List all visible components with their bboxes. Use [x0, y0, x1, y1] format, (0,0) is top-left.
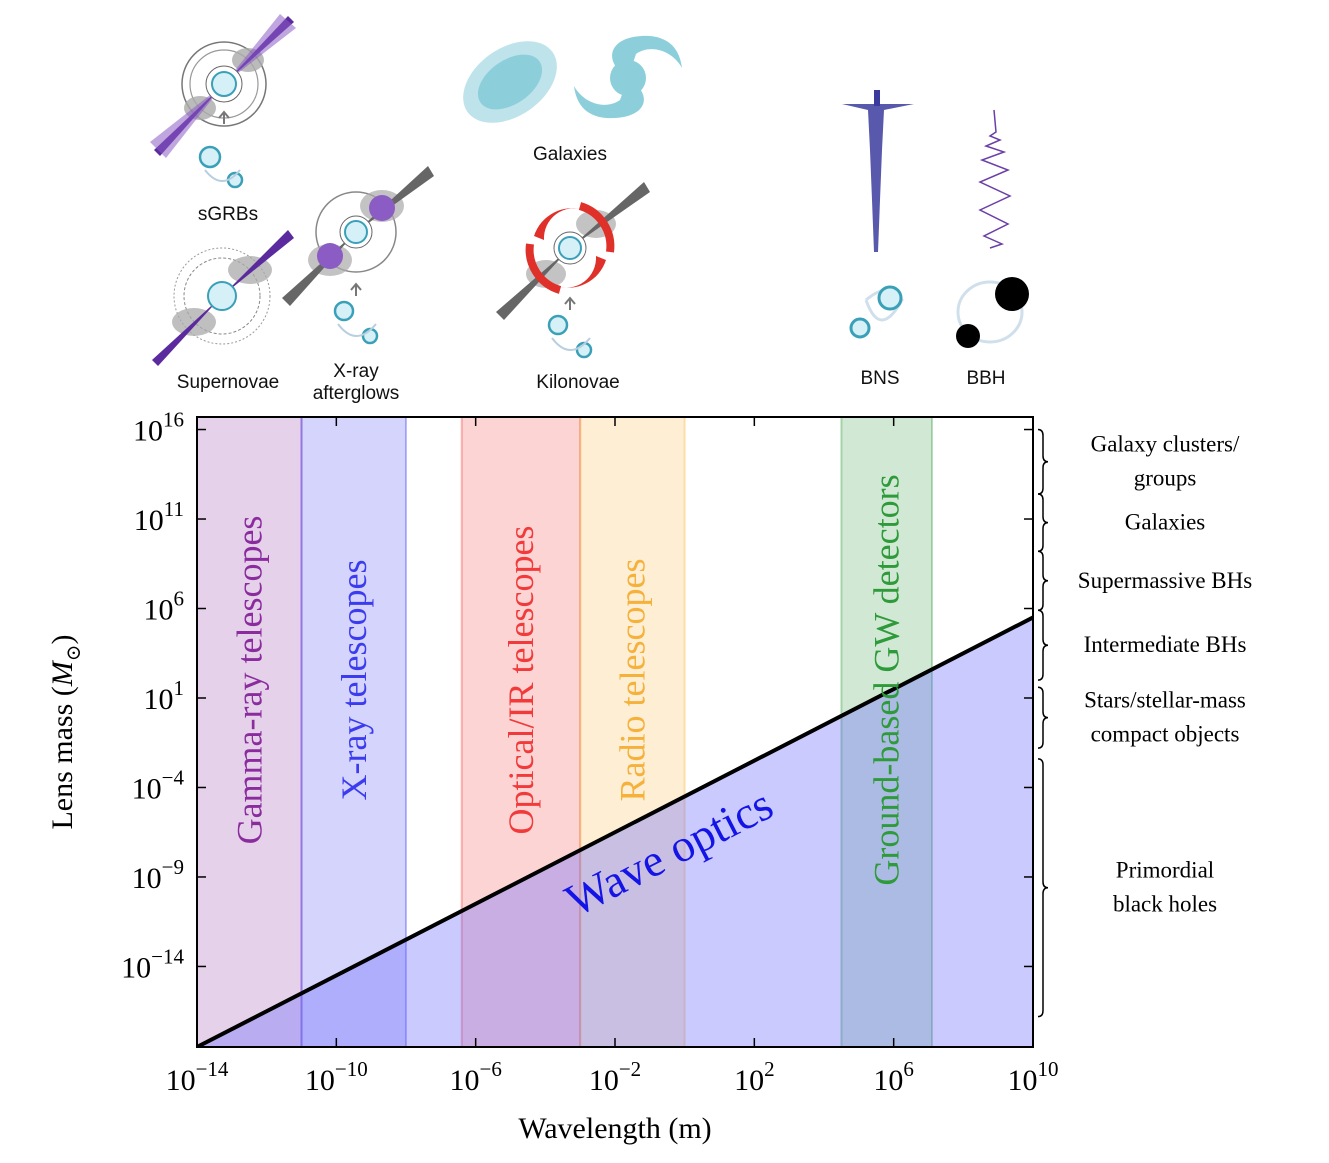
- y-tick-label: 10−14: [121, 944, 184, 984]
- wave-optics-boundary-line: [197, 615, 1033, 1047]
- galaxy-elliptical-icon: [463, 41, 557, 123]
- mass-range-label: Intermediate BHs: [1084, 632, 1247, 657]
- bbh-waveform-icon: [978, 109, 1012, 249]
- x-tick-label: 10−10: [305, 1057, 368, 1097]
- sgrbs-label: sGRBs: [198, 204, 258, 225]
- band-xray: [301, 417, 406, 1047]
- x-tick-label: 10−2: [589, 1057, 641, 1097]
- galaxy-spiral-icon: [574, 35, 682, 119]
- mass-range-label: Galaxies: [1125, 510, 1206, 535]
- wavelength-bands: [197, 417, 933, 1047]
- kilonovae-label: Kilonovae: [536, 372, 619, 393]
- mass-range-label: Galaxy clusters/: [1091, 432, 1240, 457]
- y-tick-label: 10−4: [132, 765, 185, 805]
- bbh-binary-icon: [956, 277, 1029, 348]
- band-label-xray: X-ray telescopes: [334, 560, 374, 801]
- plot-area: Gamma-ray telescopes X-ray telescopes Opti…: [46, 408, 1252, 1145]
- xray-afterglows-label-line2: afterglows: [313, 383, 400, 404]
- mass-range-label: Stars/stellar-mass: [1084, 688, 1246, 713]
- mass-range-annotations: Galaxy clusters/groupsGalaxiesSupermassi…: [1037, 428, 1252, 1018]
- y-tick-label: 1011: [134, 497, 184, 537]
- y-tick-label: 1016: [133, 408, 184, 448]
- mass-range-brace: [1037, 686, 1049, 749]
- x-tick-label: 106: [873, 1057, 914, 1097]
- band-optical: [461, 417, 581, 1047]
- bns-waveform-icon: [842, 90, 914, 252]
- y-axis-label: Lens mass (M⊙): [46, 634, 85, 829]
- x-tick-label: 102: [734, 1057, 775, 1097]
- mass-range-label: black holes: [1113, 892, 1217, 917]
- xray-afterglow-icon: [282, 166, 434, 345]
- illustration-panel: sGRBs Supernovae X-r: [150, 14, 1029, 404]
- galaxies-label: Galaxies: [533, 144, 607, 165]
- sgrb-jet-icon: [150, 14, 296, 189]
- band-label-optical: Optical/IR telescopes: [501, 526, 541, 835]
- band-gamma: [197, 417, 302, 1047]
- x-axis-ticks: 10−14 10−10 10−6 10−2 102 106 1010: [166, 417, 1059, 1097]
- mass-range-brace: [1037, 758, 1049, 1018]
- band-radio: [580, 417, 685, 1047]
- xray-afterglows-label-line1: X-ray: [333, 361, 379, 382]
- mass-range-brace: [1037, 550, 1049, 612]
- band-label-gw: Ground-based GW detectors: [867, 474, 907, 885]
- supernovae-label: Supernovae: [177, 372, 279, 393]
- band-label-gamma: Gamma-ray telescopes: [229, 516, 269, 845]
- x-tick-label: 1010: [1008, 1057, 1059, 1097]
- y-tick-label: 101: [144, 676, 185, 716]
- mass-range-brace: [1037, 493, 1049, 552]
- y-tick-label: 106: [144, 587, 185, 627]
- x-tick-label: 10−6: [449, 1057, 501, 1097]
- x-axis-label: Wavelength (m): [518, 1112, 711, 1145]
- y-tick-label: 10−9: [132, 855, 184, 895]
- kilonova-icon: [496, 182, 650, 359]
- mass-range-brace: [1037, 609, 1049, 681]
- mass-range-brace: [1037, 428, 1049, 495]
- supernova-icon: [152, 230, 294, 366]
- mass-range-label: Primordial: [1116, 858, 1214, 883]
- y-axis-ticks: 1016 1011 106 101 10−4 10−9 10−14: [121, 408, 1033, 984]
- band-gw: [841, 417, 932, 1047]
- x-tick-label: 10−14: [166, 1057, 229, 1097]
- band-label-radio: Radio telescopes: [612, 559, 652, 802]
- bns-label: BNS: [860, 368, 899, 389]
- mass-range-label: Supermassive BHs: [1078, 568, 1252, 593]
- bns-binary-icon: [849, 285, 904, 339]
- wave-optics-region: [197, 615, 1033, 1047]
- mass-range-label: groups: [1134, 466, 1197, 491]
- mass-range-label: compact objects: [1091, 722, 1240, 747]
- bbh-label: BBH: [966, 368, 1005, 389]
